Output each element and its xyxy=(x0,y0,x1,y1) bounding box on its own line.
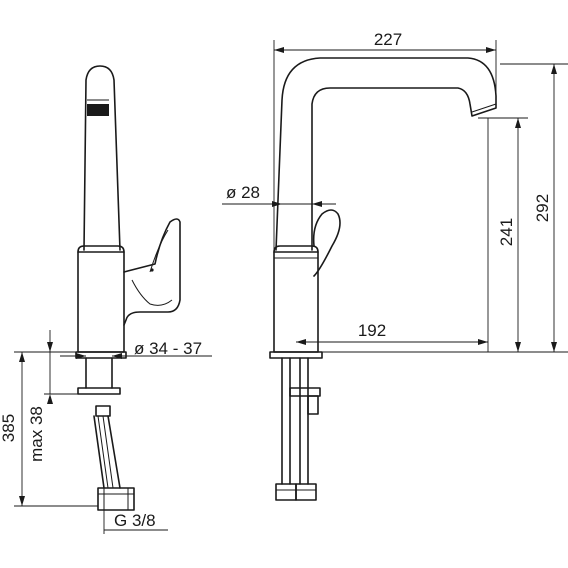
overall-reach-label: 227 xyxy=(374,30,402,49)
side-spout-tube xyxy=(83,65,121,251)
max-counter-label: max 38 xyxy=(27,406,46,462)
lever-reach-label: 192 xyxy=(358,321,386,340)
total-length-label: 385 xyxy=(0,414,18,442)
front-dimensions: 227 ø 28 192 241 292 xyxy=(222,30,568,353)
front-hose-nut-right xyxy=(295,483,317,501)
front-base xyxy=(269,351,323,359)
front-hose-nut-left xyxy=(275,483,297,501)
front-lever xyxy=(312,209,341,277)
front-view xyxy=(269,57,497,501)
side-hose-nut xyxy=(97,487,135,511)
total-height-label: 292 xyxy=(533,194,552,222)
thread-label: G 3/8 xyxy=(114,511,156,530)
mount-hole-label: ø 34 - 37 xyxy=(134,339,202,358)
side-dimensions: 385 max 38 ø 34 - 37 G 3/8 xyxy=(0,330,212,534)
side-body xyxy=(77,251,125,353)
front-body xyxy=(273,251,319,353)
side-lever xyxy=(123,218,181,326)
front-spout xyxy=(275,57,497,251)
side-aerator xyxy=(87,104,109,116)
side-hose xyxy=(93,415,121,489)
spout-height-label: 241 xyxy=(497,218,516,246)
spout-diameter-label: ø 28 xyxy=(226,183,260,202)
side-view xyxy=(75,65,181,511)
